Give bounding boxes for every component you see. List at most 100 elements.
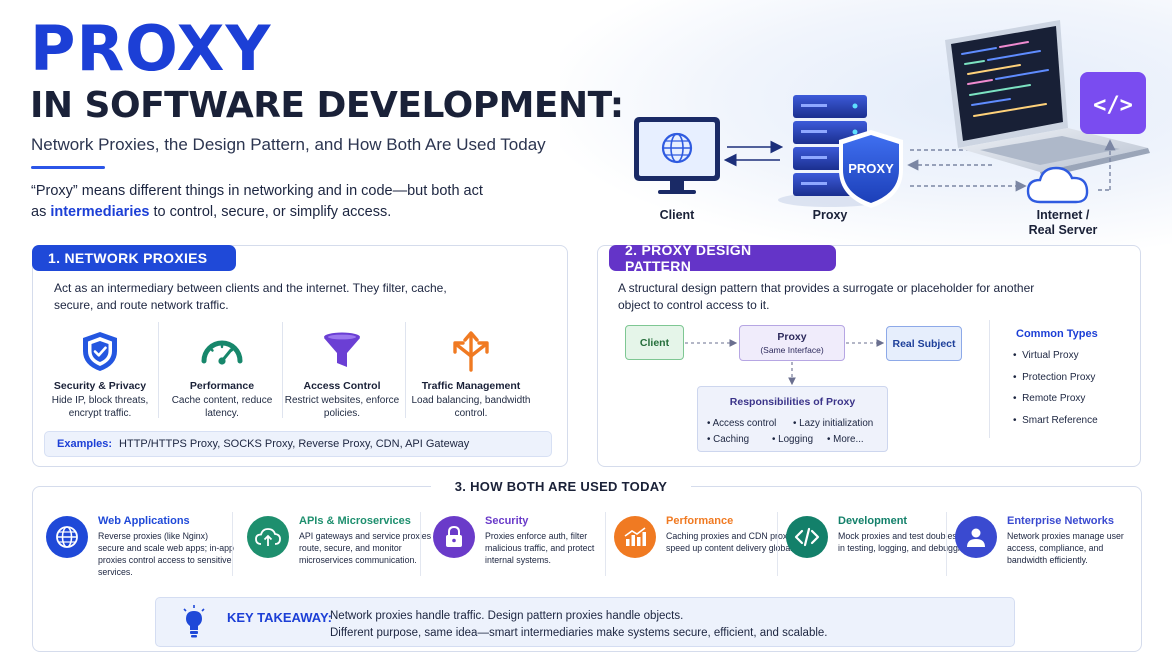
shield-text: PROXY: [848, 161, 894, 176]
usage-divider: [232, 512, 233, 576]
usage-title: Development: [838, 515, 908, 527]
code-icon: [786, 516, 828, 558]
usage-divider: [777, 512, 778, 576]
responsibility-item: • More...: [827, 434, 864, 445]
feature-access-control: Access Control Restrict websites, enforc…: [280, 326, 404, 420]
key-takeaway-line-2: Different purpose, same idea—smart inter…: [330, 627, 828, 639]
shield-check-icon: [83, 332, 117, 371]
responsibility-item: • Caching: [707, 434, 750, 445]
usage-title: APIs & Microservices: [299, 515, 411, 527]
hero-client-label: Client: [659, 208, 695, 222]
feature-title: Access Control: [303, 380, 381, 392]
responsibility-item: • Logging: [772, 434, 814, 445]
responsibilities-box: Responsibilities of Proxy • Access contr…: [697, 386, 888, 452]
usage-desc: API gateways and service proxies route, …: [299, 531, 432, 565]
usage-divider: [605, 512, 606, 576]
feature-title: Performance: [189, 380, 255, 392]
responsibilities-title: Responsibilities of Proxy: [729, 396, 856, 408]
usage-title: Web Applications: [98, 515, 190, 527]
hero-server-label-2: Real Server: [1028, 223, 1098, 237]
code-badge-text: </>: [1093, 93, 1133, 118]
examples-label: Examples:: [57, 438, 113, 450]
network-proxies-examples: Examples: HTTP/HTTPS Proxy, SOCKS Proxy,…: [44, 431, 552, 457]
design-pattern-description: A structural design pattern that provide…: [618, 281, 1035, 312]
feature-divider: [282, 322, 283, 418]
common-type-text: Protection Proxy: [1022, 372, 1096, 383]
cloud-icon: [1026, 166, 1089, 204]
responsibility-text: Caching: [713, 434, 750, 445]
globe-icon: [46, 516, 88, 558]
common-types-title: Common Types: [1016, 328, 1098, 340]
cloud-upload-icon: [247, 516, 289, 558]
intro-text: “Proxy” means different things in networ…: [31, 181, 501, 223]
usage-title: Security: [485, 515, 529, 527]
responsibility-text: Logging: [778, 434, 814, 445]
usage-desc: Reverse proxies (like Nginx) secure and …: [98, 531, 234, 577]
pattern-proxy-label: Proxy: [777, 331, 807, 343]
pattern-proxy-note: (Same Interface): [760, 345, 824, 355]
common-type-text: Remote Proxy: [1022, 393, 1086, 404]
key-takeaway-label: KEY TAKEAWAY:: [227, 610, 332, 625]
usage-heading: 3. HOW BOTH ARE USED TODAY: [431, 477, 691, 496]
users-icon: [955, 516, 997, 558]
proxy-shield-icon: PROXY: [839, 130, 903, 208]
key-takeaway-box: KEY TAKEAWAY: Network proxies handle tra…: [155, 597, 1015, 647]
page-title: PROXY: [30, 12, 272, 85]
feature-performance: Performance Cache content, reduce latenc…: [160, 326, 284, 420]
usage-title: Performance: [666, 515, 734, 527]
hero-illustration: PROXY: [600, 10, 1172, 245]
feature-divider: [405, 322, 406, 418]
feature-divider: [158, 322, 159, 418]
common-type-item: • Remote Proxy: [1013, 393, 1086, 404]
design-pattern-heading: 2. PROXY DESIGN PATTERN: [609, 242, 836, 274]
page-subtitle: IN SOFTWARE DEVELOPMENT:: [30, 85, 624, 126]
title-divider: [31, 166, 105, 169]
key-takeaway-line-1: Network proxies handle traffic. Design p…: [330, 610, 684, 622]
common-type-item: • Virtual Proxy: [1013, 350, 1079, 361]
responsibility-item: • Lazy initialization: [793, 418, 874, 429]
responsibility-item: • Access control: [707, 418, 777, 429]
pattern-client-label: Client: [639, 336, 670, 349]
feature-desc: Cache content, reduce latency.: [171, 395, 273, 419]
responsibility-text: Access control: [712, 418, 777, 429]
pattern-connector-arrows: [685, 339, 885, 386]
network-proxies-description: Act as an intermediary between clients a…: [54, 281, 447, 312]
responsibility-text: Lazy initialization: [799, 418, 874, 429]
feature-traffic-management: Traffic Management Load balancing, bandw…: [409, 326, 533, 420]
intro-highlight: intermediaries: [50, 204, 150, 221]
feature-desc: Hide IP, block threats, encrypt traffic.: [51, 395, 149, 419]
pattern-real-subject-box: Real Subject: [886, 326, 962, 361]
hero-proxy-label: Proxy: [812, 208, 848, 222]
usage-divider: [420, 512, 421, 576]
feature-title: Security & Privacy: [53, 380, 147, 392]
usage-desc: Caching proxies and CDN proxies speed up…: [666, 531, 801, 553]
examples-text: HTTP/HTTPS Proxy, SOCKS Proxy, Reverse P…: [119, 438, 470, 450]
pattern-proxy-box: Proxy (Same Interface): [739, 325, 845, 361]
speedometer-icon: [201, 340, 243, 365]
usage-title: Enterprise Networks: [1007, 515, 1114, 527]
usage-desc: Network proxies manage user access, comp…: [1007, 531, 1124, 565]
feature-security-privacy: Security & Privacy Hide IP, block threat…: [38, 326, 162, 420]
usage-divider: [946, 512, 947, 576]
split-arrows-icon: [453, 331, 489, 372]
pattern-types-divider: [989, 320, 990, 438]
lightbulb-icon: [183, 605, 205, 638]
usage-desc: Mock proxies and test doubles help in te…: [838, 531, 976, 553]
padlock-icon: [433, 516, 475, 558]
intro-pre: “Proxy” means different things in networ…: [31, 183, 483, 221]
feature-desc: Restrict websites, enforce policies.: [284, 395, 400, 419]
common-type-item: • Smart Reference: [1013, 415, 1098, 426]
page-tagline: Network Proxies, the Design Pattern, and…: [31, 135, 546, 154]
common-type-text: Smart Reference: [1022, 415, 1098, 426]
common-type-item: • Protection Proxy: [1013, 372, 1096, 383]
hero-svg: PROXY: [634, 20, 1150, 208]
network-proxies-heading: 1. NETWORK PROXIES: [32, 245, 236, 271]
usage-desc: Proxies enforce auth, filter malicious t…: [485, 531, 595, 565]
common-type-text: Virtual Proxy: [1022, 350, 1079, 361]
client-monitor-icon: [634, 117, 720, 194]
network-proxies-panel: [32, 245, 568, 467]
pattern-client-box: Client: [625, 325, 684, 360]
feature-title: Traffic Management: [421, 380, 521, 392]
code-badge-icon: </>: [1080, 72, 1146, 134]
hero-server-label-1: Internet /: [1036, 208, 1090, 222]
